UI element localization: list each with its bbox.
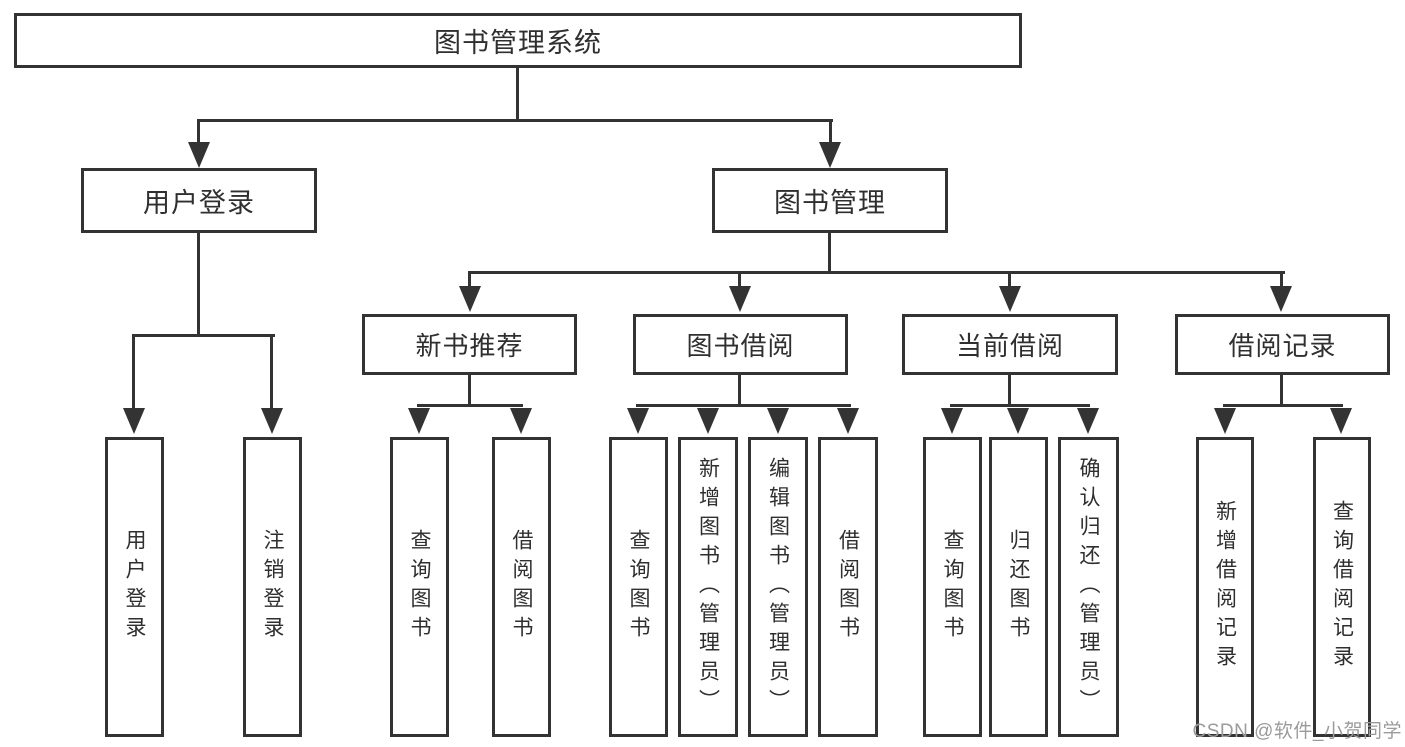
down-arrow-icon <box>261 408 283 434</box>
down-arrow-icon <box>408 408 430 434</box>
down-arrow-icon <box>1077 408 1099 434</box>
leaf-query-books-recommend: 查询图书 <box>390 437 449 737</box>
down-arrow-icon <box>837 408 859 434</box>
down-arrow-icon <box>459 286 481 312</box>
connector-line <box>197 233 200 336</box>
leaf-label: 新增图书（管理员） <box>696 456 720 718</box>
leaf-label: 借阅图书 <box>836 529 860 645</box>
down-arrow-icon <box>1330 408 1352 434</box>
connector-line <box>270 336 273 408</box>
down-arrow-icon <box>123 408 145 434</box>
leaf-label: 查询图书 <box>941 529 964 645</box>
node-book-borrowing: 图书借阅 <box>633 314 848 375</box>
down-arrow-icon <box>999 286 1021 312</box>
leaf-query-borrow-record: 查询借阅记录 <box>1313 437 1371 737</box>
leaf-borrow-books: 借阅图书 <box>818 437 878 737</box>
connector-line <box>738 273 741 287</box>
connector-line <box>950 404 1090 407</box>
connector-line <box>636 404 851 407</box>
connector-line <box>1008 273 1011 287</box>
down-arrow-icon <box>729 286 751 312</box>
connector-line <box>1008 375 1011 406</box>
down-arrow-icon <box>767 408 789 434</box>
leaf-label: 注销登录 <box>261 529 284 645</box>
down-arrow-icon <box>1007 408 1029 434</box>
node-label: 借阅记录 <box>1228 331 1337 361</box>
leaf-label: 用户登录 <box>123 529 146 645</box>
connector-line <box>132 336 135 408</box>
node-new-book-recommendation: 新书推荐 <box>362 314 577 375</box>
leaf-label: 查询图书 <box>627 529 650 645</box>
node-user-login: 用户登录 <box>81 168 317 233</box>
leaf-label: 查询借阅记录 <box>1330 500 1354 674</box>
node-label: 用户登录 <box>143 188 255 218</box>
node-label: 新书推荐 <box>415 331 524 361</box>
connector-line <box>738 375 741 406</box>
connector-line <box>1280 273 1283 287</box>
leaf-logout: 注销登录 <box>243 437 302 737</box>
leaf-query-books-borrowing: 查询图书 <box>609 437 668 737</box>
node-current-borrowing: 当前借阅 <box>902 314 1118 375</box>
node-label: 图书借阅 <box>686 331 795 361</box>
down-arrow-icon <box>819 142 841 168</box>
leaf-edit-books-admin: 编辑图书（管理员） <box>748 437 808 737</box>
node-book-management: 图书管理 <box>712 168 948 233</box>
leaf-label: 借阅图书 <box>510 529 533 645</box>
connector-line <box>468 273 471 287</box>
leaf-query-books-current: 查询图书 <box>923 437 982 737</box>
leaf-add-books-admin: 新增图书（管理员） <box>678 437 738 737</box>
leaf-return-books: 归还图书 <box>989 437 1048 737</box>
leaf-label: 编辑图书（管理员） <box>766 456 790 718</box>
down-arrow-icon <box>697 408 719 434</box>
connector-line <box>468 271 1285 274</box>
leaf-label: 归还图书 <box>1007 529 1030 645</box>
leaf-borrow-books-recommend: 借阅图书 <box>492 437 551 737</box>
leaf-confirm-return-admin: 确认归还（管理员） <box>1058 437 1119 737</box>
node-library-management-system: 图书管理系统 <box>14 13 1022 68</box>
leaf-label: 新增借阅记录 <box>1213 500 1237 674</box>
leaf-label: 确认归还（管理员） <box>1077 456 1100 718</box>
node-label: 图书管理 <box>774 188 886 218</box>
down-arrow-icon <box>1214 408 1236 434</box>
connector-line <box>828 233 831 273</box>
down-arrow-icon <box>1270 286 1292 312</box>
node-label: 当前借阅 <box>955 331 1064 361</box>
down-arrow-icon <box>510 408 532 434</box>
leaf-user-login: 用户登录 <box>105 437 164 737</box>
down-arrow-icon <box>941 408 963 434</box>
down-arrow-icon <box>627 408 649 434</box>
node-label: 图书管理系统 <box>434 28 602 58</box>
connector-line <box>829 120 832 144</box>
connector-line <box>132 334 275 337</box>
leaf-add-borrow-record: 新增借阅记录 <box>1196 437 1254 737</box>
connector-line <box>468 375 471 406</box>
down-arrow-icon <box>188 142 210 168</box>
leaf-label: 查询图书 <box>408 529 431 645</box>
connector-line <box>197 120 200 144</box>
connector-line <box>1223 404 1343 407</box>
connector-line <box>1280 375 1283 406</box>
connector-line <box>516 68 519 120</box>
connector-line <box>197 119 833 122</box>
csdn-watermark: CSDN @软件_小贺同学 <box>1192 721 1402 742</box>
node-borrowing-records: 借阅记录 <box>1175 314 1390 375</box>
connector-line <box>417 404 523 407</box>
